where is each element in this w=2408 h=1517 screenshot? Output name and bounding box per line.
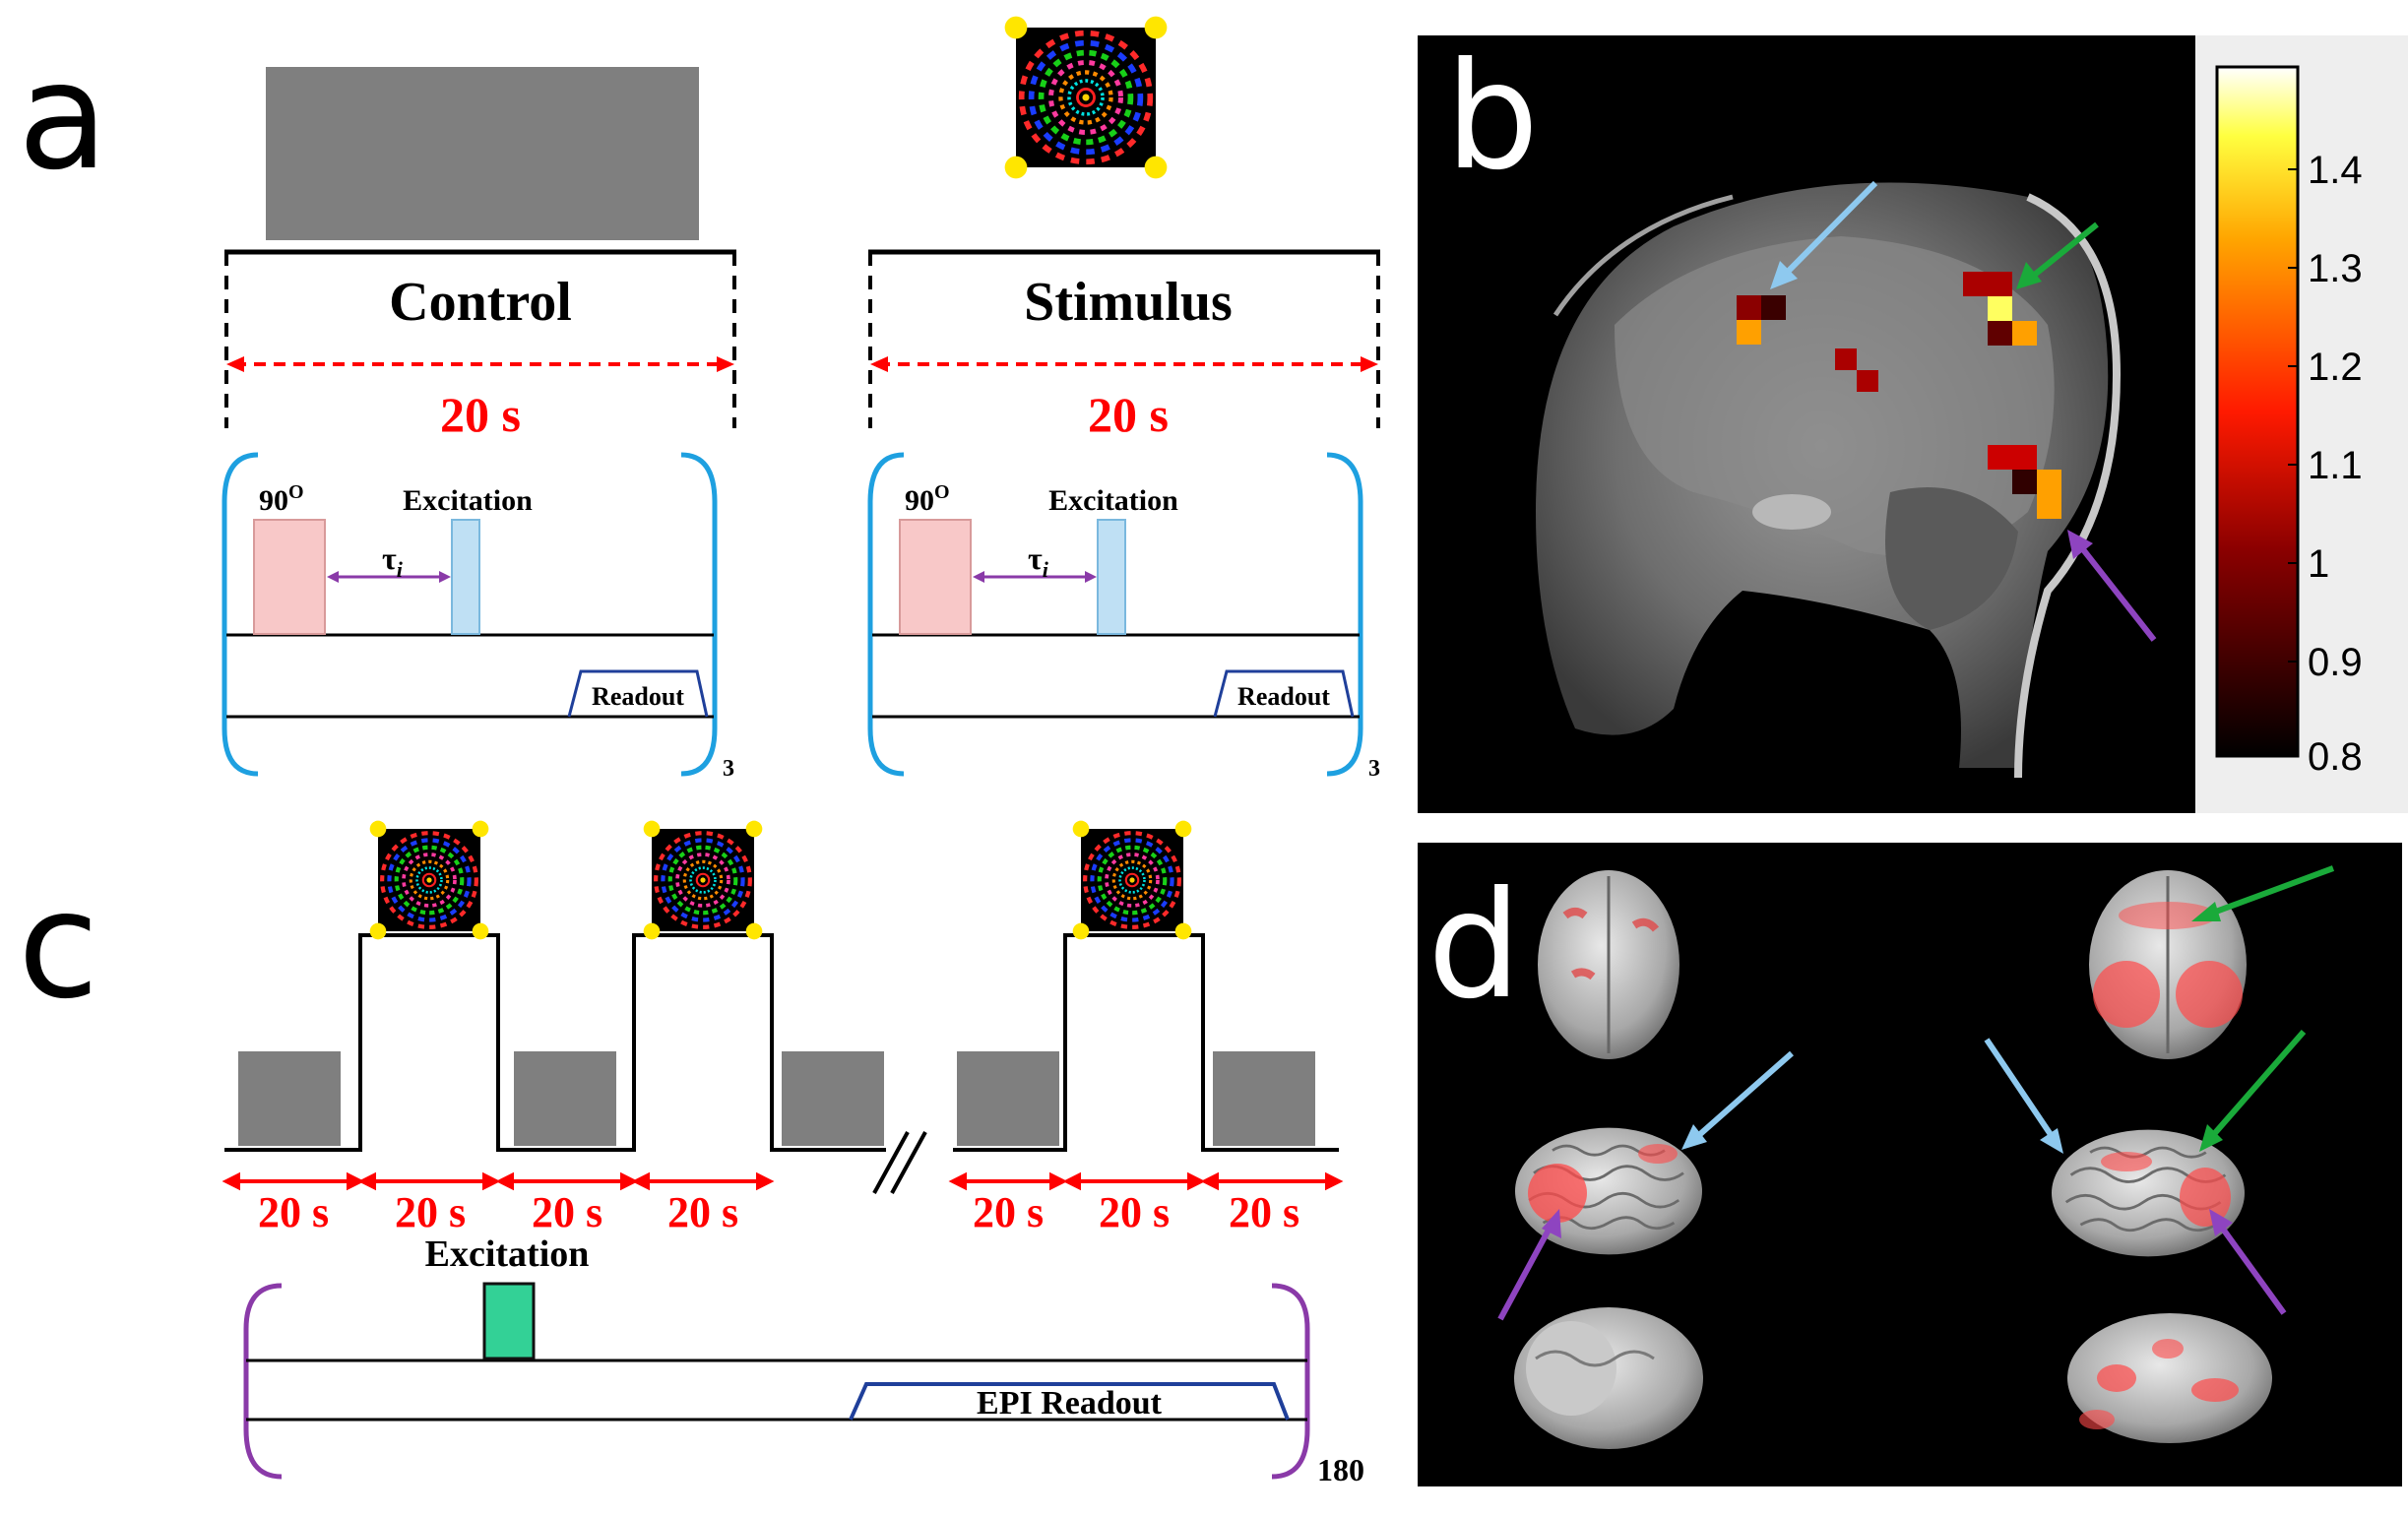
arrows-d (1497, 865, 2335, 1321)
control-repeat-count: 3 (723, 756, 734, 782)
block-design-timeline (224, 933, 1339, 1194)
stimulus-period-bracket (868, 249, 1380, 428)
stimulus-pulse-label: 90O (905, 481, 950, 517)
stimulus-duration: 20 s (1088, 387, 1169, 442)
control-duration: 20 s (440, 387, 521, 442)
colorbar-tick: 1.3 (2308, 247, 2363, 290)
brain-render-icon (2067, 1313, 2272, 1443)
colorbar-ticks: 1.4 1.3 1.2 1.1 1 0.9 0.8 (2308, 149, 2363, 779)
control-gray-screen (266, 67, 699, 240)
epi-readout-label: EPI Readout (977, 1385, 1163, 1422)
duration-labels: 20 s 20 s 20 s 20 s 20 s 20 s 20 s (258, 1188, 1299, 1236)
brain-renders (1418, 843, 2402, 1486)
radial-checkerboard-stimulus-icon (1005, 17, 1168, 179)
panel-label-c: c (18, 860, 98, 1032)
colorbar-tick: 1.2 (2308, 346, 2363, 389)
epi-pulse-sequence (243, 1282, 1310, 1480)
stimulus-repeat-count: 3 (1368, 756, 1380, 782)
duration-label: 20 s (1229, 1188, 1299, 1236)
stimulus-pulse-sequence (867, 452, 1363, 777)
panel-label-d: d (1427, 860, 1521, 1032)
duration-label: 20 s (532, 1188, 602, 1236)
colorbar-tick: 1.1 (2308, 444, 2363, 487)
control-pulse-sequence (222, 452, 718, 777)
stimulus-label: Stimulus (1024, 272, 1233, 333)
colorbar-tick: 0.9 (2308, 641, 2363, 684)
control-excitation-label: Excitation (403, 484, 533, 517)
duration-label: 20 s (667, 1188, 738, 1236)
duration-label: 20 s (1099, 1188, 1170, 1236)
radial-checkerboard-stimulus-icon (644, 821, 763, 940)
panel-label-a: a (18, 32, 108, 203)
radial-checkerboard-stimulus-icon (1073, 821, 1192, 940)
mri-sagittal-slice (1418, 35, 2195, 813)
colorbar-tick: 1 (2308, 542, 2329, 586)
colorbar-tick: 1.4 (2308, 149, 2363, 192)
stimulus-excitation-label: Excitation (1048, 484, 1178, 517)
control-period-bracket (224, 249, 736, 428)
radial-checkerboard-stimulus-icon (370, 821, 489, 940)
colorbar (2195, 35, 2408, 813)
stimulus-tau-label: τi (1028, 540, 1049, 582)
epi-excitation-label: Excitation (425, 1233, 590, 1275)
stimulus-readout-label: Readout (1237, 682, 1330, 711)
duration-arrows (222, 1171, 1344, 1191)
control-pulse-label: 90O (259, 481, 304, 517)
arrows-b (1770, 180, 2157, 642)
epi-repeat-count: 180 (1317, 1452, 1364, 1487)
duration-label: 20 s (258, 1188, 329, 1236)
control-label: Control (389, 272, 572, 333)
duration-label: 20 s (973, 1188, 1044, 1236)
panel-label-b: b (1445, 32, 1539, 203)
duration-label: 20 s (395, 1188, 466, 1236)
control-tau-label: τi (382, 540, 404, 582)
control-readout-label: Readout (592, 682, 684, 711)
activation-voxels (1737, 272, 2061, 519)
colorbar-tick: 0.8 (2308, 735, 2363, 779)
